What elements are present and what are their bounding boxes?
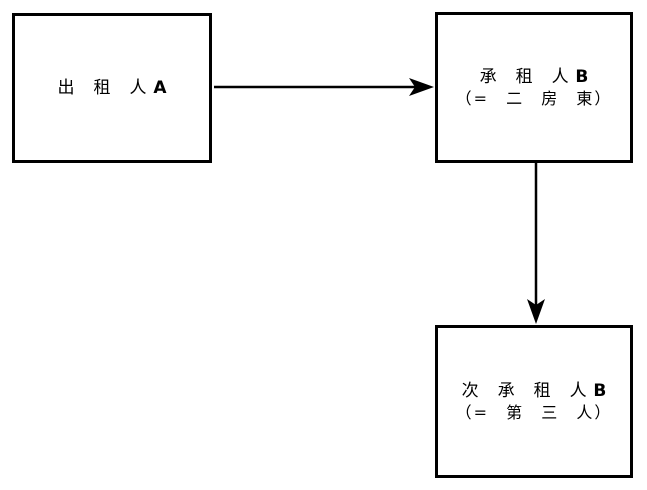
sublessee-label-latin: B xyxy=(593,380,607,401)
sublessee-alias-label: （= 第 三 人） xyxy=(455,402,613,422)
sublessee-box: 次 承 租 人B （= 第 三 人） xyxy=(435,325,633,478)
lessor-label-cjk: 出 租 人 xyxy=(57,77,154,98)
lease-arrow-head-icon xyxy=(409,78,434,96)
lessee-box: 承 租 人B （= 二 房 東） xyxy=(435,12,633,163)
lessee-alias-label: （= 二 房 東） xyxy=(455,88,613,108)
lessor-box: 出 租 人A xyxy=(12,13,212,163)
lessor-label-latin: A xyxy=(153,77,167,98)
lessee-label-cjk: 承 租 人 xyxy=(479,66,576,87)
lessee-label: 承 租 人B xyxy=(480,67,589,88)
lessee-label-latin: B xyxy=(575,66,589,87)
sublease-arrow-head-icon xyxy=(527,299,545,324)
sublessee-label-cjk: 次 承 租 人 xyxy=(461,380,594,401)
lessor-label: 出 租 人A xyxy=(58,78,167,99)
sublessee-label: 次 承 租 人B xyxy=(462,381,607,402)
